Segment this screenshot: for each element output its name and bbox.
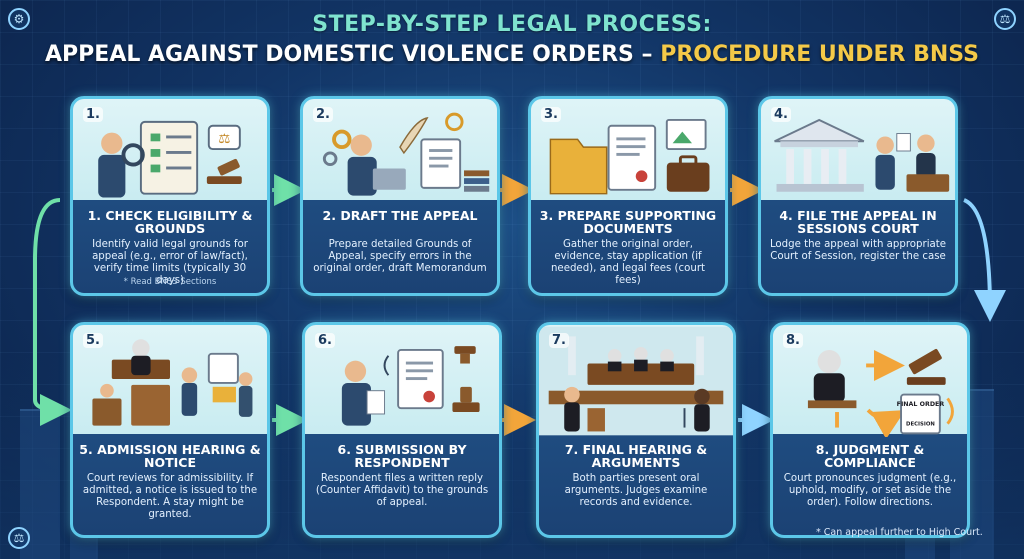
step-description: Both parties present oral arguments. Jud… (564, 473, 708, 508)
magnifier-checklist-illustration: ⚖ (98, 120, 242, 198)
step-card-7: 7. 7. Final Hearing & Arguments Both par… (536, 322, 736, 538)
step-number: 4. (771, 107, 791, 122)
scales-icon: ⚖ (994, 8, 1016, 30)
courthouse-illustration (774, 118, 950, 192)
title-line-2-highlight: PROCEDURE UNDER BNSS (660, 42, 979, 67)
documents-illustration (549, 118, 710, 195)
footnote: * Can appeal further to High Court. (816, 527, 983, 538)
step-number: 1. (83, 107, 103, 122)
step-card-5: 5. 5. Admission Hearing & Notice Court r… (70, 322, 270, 538)
step-description: Court pronounces judgment (e.g., uphold,… (783, 473, 957, 508)
step-card-3: 3. 3. Prepare Supporting Documents Gathe… (528, 96, 728, 296)
title-line-2-main: APPEAL AGAINST DOMESTIC VIOLENCE ORDERS … (45, 42, 653, 67)
decision-label: DECISION (906, 422, 935, 428)
gear-icon: ⚙ (8, 8, 30, 30)
drafting-illustration (322, 112, 490, 196)
admission-hearing-illustration (92, 339, 253, 426)
step-note: * Read BNSS Sections (123, 277, 217, 287)
step-title: 6. Submission by Respondent (337, 442, 467, 470)
arrow-4-to-8 (963, 198, 1006, 322)
step-number: 2. (313, 107, 333, 122)
step-card-4: 4. 4. File the Appeal in Sessions Court … (758, 96, 958, 296)
final-hearing-illustration (539, 326, 733, 436)
step-description: Lodge the appeal with appropriate Court … (769, 239, 947, 262)
arrow-loop-left (33, 198, 72, 426)
title-line-2: APPEAL AGAINST DOMESTIC VIOLENCE ORDERS … (0, 42, 1024, 67)
step-description: Gather the original order, evidence, sta… (550, 239, 706, 286)
step-number: 6. (315, 333, 335, 348)
step-description: Respondent files a written reply (Counte… (315, 473, 489, 508)
step-number: 8. (783, 333, 803, 348)
step-card-1: ⚖ 1. 1. Check Eligibility & Grounds Iden… (70, 96, 270, 296)
step-card-2: 2. 2. Draft the Appeal Prepare detailed … (300, 96, 500, 296)
judgment-illustration: FINAL ORDER DECISION (807, 349, 954, 437)
respondent-submission-illustration (341, 346, 480, 426)
step-title: 7. Final Hearing & Arguments (564, 442, 708, 470)
step-title: 1. Check Eligibility & Grounds (87, 208, 253, 236)
step-description: Court reviews for admissibility. If admi… (82, 473, 258, 520)
step-title: 5. Admission Hearing & Notice (79, 442, 261, 470)
step-card-8: FINAL ORDER DECISION 8. 8. Judgment & Co… (770, 322, 970, 538)
step-card-6: 6. 6. Submission by Respondent Responden… (302, 322, 502, 538)
step-description: Identify valid legal grounds for appeal … (92, 239, 248, 286)
svg-text:⚖: ⚖ (218, 131, 230, 147)
scales-icon: ⚖ (8, 527, 30, 549)
step-title: 8. Judgment & Compliance (815, 442, 925, 470)
step-title: 3. Prepare Supporting Documents (539, 208, 717, 236)
step-title: 2. Draft the Appeal (322, 208, 478, 223)
step-number: 7. (549, 333, 569, 348)
step-number: 5. (83, 333, 103, 348)
step-description: Prepare detailed Grounds of Appeal, spec… (313, 239, 487, 274)
step-title: 4. File the Appeal in Sessions Court (779, 208, 937, 236)
final-order-label: FINAL ORDER (897, 401, 945, 408)
step-number: 3. (541, 107, 561, 122)
title-line-1: STEP-BY-STEP LEGAL PROCESS: (312, 12, 712, 37)
